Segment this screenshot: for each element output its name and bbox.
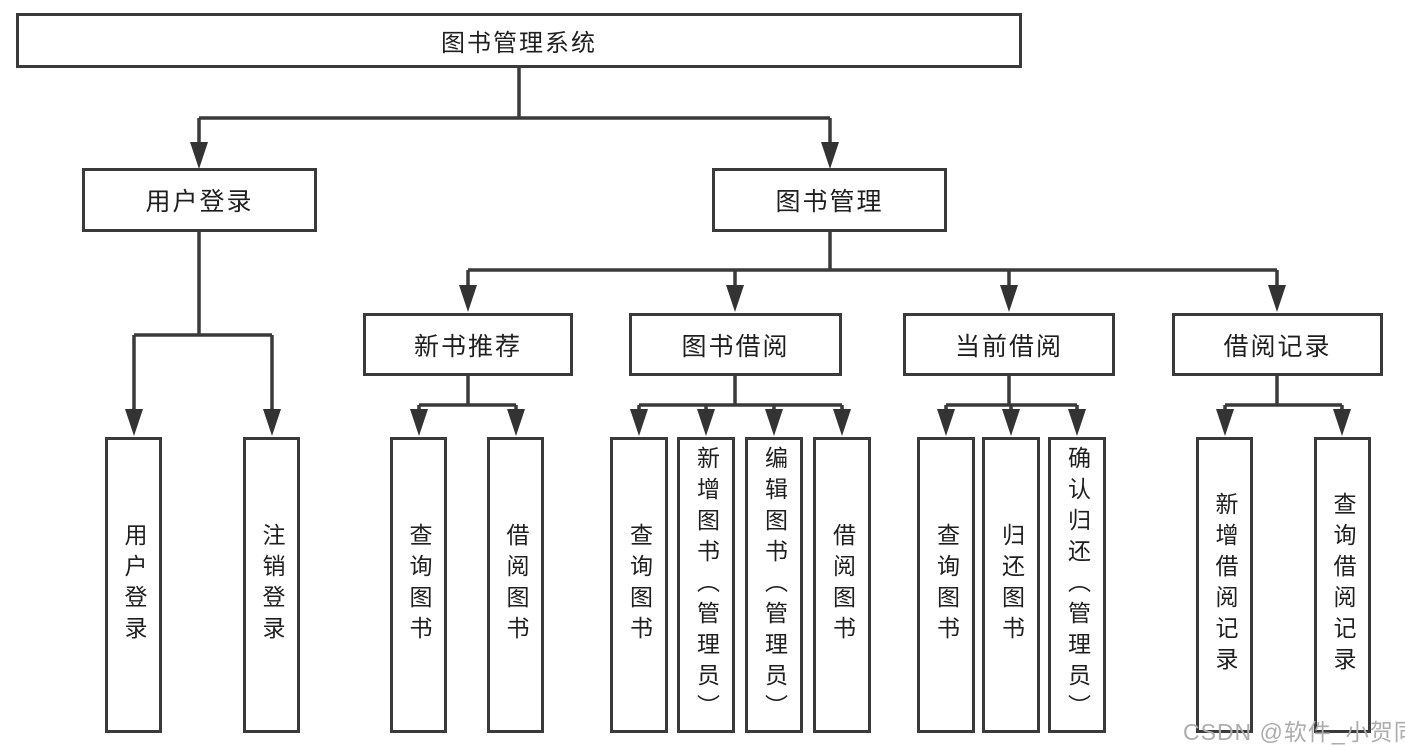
leaf-label: 确认归还（管理员） [1064,445,1091,725]
node-borrowing-records: 借阅记录 [1172,313,1383,376]
leaf-add-books-admin: 新增图书（管理员） [677,437,735,733]
leaf-label: 查询图书 [933,523,960,647]
leaf-query-books-recommend: 查询图书 [390,437,447,733]
leaf-edit-books-admin: 编辑图书（管理员） [745,437,803,733]
leaf-query-books-borrowing: 查询图书 [610,437,668,733]
node-new-book-recommendation: 新书推荐 [363,313,573,376]
leaf-label: 编辑图书（管理员） [761,445,788,725]
node-library-management-system: 图书管理系统 [16,13,1022,68]
leaf-label: 查询借阅记录 [1330,492,1356,678]
leaf-label: 查询图书 [406,523,432,647]
leaf-label: 注销登录 [259,523,285,647]
leaf-borrow-books-recommend: 借阅图书 [487,437,544,733]
node-user-login-branch: 用户登录 [82,168,317,232]
node-book-management-branch: 图书管理 [712,168,947,232]
leaf-label: 借阅图书 [829,523,856,647]
leaf-confirm-return-admin: 确认归还（管理员） [1048,437,1106,733]
leaf-borrow-books: 借阅图书 [813,437,871,733]
leaf-user-login: 用户登录 [105,437,162,733]
node-current-borrowing: 当前借阅 [903,313,1115,376]
leaf-logout: 注销登录 [243,437,300,733]
leaf-return-books: 归还图书 [982,437,1040,733]
leaf-label: 新增图书（管理员） [693,445,720,725]
leaf-query-books-current: 查询图书 [917,437,975,733]
leaf-label: 查询图书 [626,523,653,647]
leaf-label: 借阅图书 [503,523,529,647]
leaf-add-borrow-record: 新增借阅记录 [1196,437,1253,733]
leaf-label: 用户登录 [121,523,147,647]
leaf-query-borrow-record: 查询借阅记录 [1314,437,1371,733]
node-book-borrowing: 图书借阅 [629,313,842,376]
leaf-label: 新增借阅记录 [1212,492,1238,678]
leaf-label: 归还图书 [998,523,1025,647]
csdn-watermark: CSDN @软件_小贺同学 [1183,719,1405,745]
